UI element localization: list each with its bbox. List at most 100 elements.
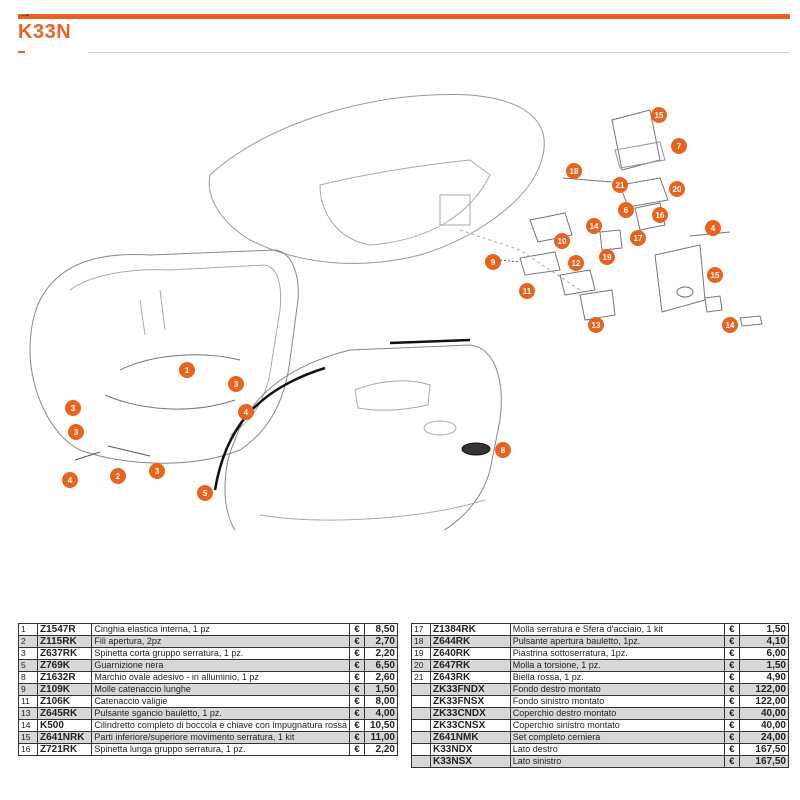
part-description: Molla serratura e Sfera d'acciaio, 1 kit [509, 623, 725, 636]
svg-text:12: 12 [572, 259, 581, 268]
part-code: Z1384RK [430, 623, 511, 636]
part-description: Spinetta lunga gruppo serratura, 1 pz. [91, 743, 350, 756]
part-description: Pulsante sgancio bauletto, 1 pz. [91, 707, 350, 720]
table-row: ZK33FNDX Fondo destro montato € 122,00 [411, 683, 790, 696]
part-description: Cilindretto completo di boccola e chiave… [91, 719, 350, 732]
part-price: 1,50 [363, 683, 399, 696]
part-description: Set completo cerniera [509, 731, 725, 744]
part-description: Molla a torsione, 1 pz. [509, 659, 725, 672]
svg-text:14: 14 [726, 321, 735, 330]
table-row: 16 Z721RK Spinetta lunga gruppo serratur… [18, 743, 399, 756]
svg-text:15: 15 [711, 271, 720, 280]
callout-marker: 12 [568, 255, 584, 271]
svg-text:1: 1 [185, 366, 190, 375]
svg-text:6: 6 [624, 206, 629, 215]
part-code: Z1632R [36, 671, 93, 684]
callout-marker: 18 [566, 163, 582, 179]
part-description: Lato destro [509, 743, 725, 756]
svg-text:3: 3 [155, 467, 160, 476]
svg-text:11: 11 [523, 287, 532, 296]
svg-text:4: 4 [244, 408, 249, 417]
table-row: 11 Z106K Catenaccio valigie € 8,00 [18, 695, 399, 708]
table-row: Z641NMK Set completo cerniera € 24,00 [411, 731, 790, 744]
callout-marker: 1 [179, 362, 195, 378]
part-code: Z637RK [36, 647, 93, 660]
svg-text:20: 20 [673, 185, 682, 194]
part-price: 167,50 [738, 743, 790, 756]
part-code: Z641NRK [36, 731, 93, 744]
part-price: 4,90 [738, 671, 790, 684]
part-price: 6,50 [363, 659, 399, 672]
callout-marker: 3 [228, 376, 244, 392]
table-row: 5 Z769K Guarnizione nera € 6,50 [18, 659, 399, 672]
part-price: 2,70 [363, 635, 399, 648]
part-code: Z106K [36, 695, 93, 708]
svg-text:9: 9 [491, 258, 496, 267]
table-row: 20 Z647RK Molla a torsione, 1 pz. € 1,50 [411, 659, 790, 672]
callout-marker: 4 [705, 220, 721, 236]
callout-marker: 3 [65, 400, 81, 416]
svg-text:8: 8 [501, 446, 506, 455]
table-row: 2 Z115RK Fili apertura, 2pz € 2,70 [18, 635, 399, 648]
part-code: Z644RK [430, 635, 511, 648]
svg-text:13: 13 [592, 321, 601, 330]
part-price: 8,50 [363, 623, 399, 636]
part-price: 2,20 [363, 647, 399, 660]
part-code: ZK33CNSX [430, 719, 511, 732]
svg-text:18: 18 [570, 167, 579, 176]
part-description: Molle catenaccio lunghe [91, 683, 350, 696]
page-title: K33N [18, 21, 72, 43]
callout-marker: 21 [612, 177, 628, 193]
part-price: 1,50 [738, 623, 790, 636]
part-price: 11,00 [363, 731, 399, 744]
part-price: 1,50 [738, 659, 790, 672]
part-price: 2,60 [363, 671, 399, 684]
callout-marker: 10 [554, 233, 570, 249]
svg-text:3: 3 [71, 404, 76, 413]
part-description: Coperchio sinistro montato [509, 719, 725, 732]
part-code: K500 [36, 719, 93, 732]
callout-marker: 11 [519, 283, 535, 299]
part-price: 24,00 [738, 731, 790, 744]
part-description: Marchio ovale adesivo - in alluminio, 1 … [91, 671, 350, 684]
part-price: 4,10 [738, 635, 790, 648]
parts-table-right: 17 Z1384RK Molla serratura e Sfera d'acc… [411, 623, 790, 768]
callout-marker: 4 [238, 404, 254, 420]
header-bar [18, 14, 790, 19]
svg-text:5: 5 [203, 489, 208, 498]
part-description: Fili apertura, 2pz [91, 635, 350, 648]
callout-marker: 2 [110, 468, 126, 484]
header-rule [88, 52, 790, 53]
part-price: 4,00 [363, 707, 399, 720]
part-code: Z643RK [430, 671, 511, 684]
callout-marker: 3 [149, 463, 165, 479]
part-price: 40,00 [738, 707, 790, 720]
callout-marker: 16 [652, 207, 668, 223]
svg-text:15: 15 [655, 111, 664, 120]
table-row: ZK33CNSX Coperchio sinistro montato € 40… [411, 719, 790, 732]
table-row: 8 Z1632R Marchio ovale adesivo - in allu… [18, 671, 399, 684]
part-description: Biella rossa, 1 pz. [509, 671, 725, 684]
part-description: Cinghia elastica interna, 1 pz [91, 623, 350, 636]
part-price: 6,00 [738, 647, 790, 660]
part-code: Z109K [36, 683, 93, 696]
callout-marker: 8 [495, 442, 511, 458]
callout-marker: 14 [722, 317, 738, 333]
part-price: 122,00 [738, 695, 790, 708]
part-price: 40,00 [738, 719, 790, 732]
callout-marker: 9 [485, 254, 501, 270]
part-description: Coperchio destro montato [509, 707, 725, 720]
exploded-parts-diagram: 1 2 3 3 3 3 4 4 5 8 15 7 18 21 20 6 16 1… [29, 93, 763, 530]
svg-text:17: 17 [634, 234, 643, 243]
callout-marker: 14 [586, 218, 602, 234]
part-code: Z645RK [36, 707, 93, 720]
callout-marker: 17 [630, 230, 646, 246]
svg-text:4: 4 [711, 224, 716, 233]
part-code: ZK33FNDX [430, 683, 511, 696]
table-row: 9 Z109K Molle catenaccio lunghe € 1,50 [18, 683, 399, 696]
callout-marker: 15 [707, 267, 723, 283]
part-code: Z721RK [36, 743, 93, 756]
callout-markers: 1 2 3 3 3 3 4 4 5 8 15 7 18 21 20 6 16 1… [62, 107, 738, 501]
svg-text:19: 19 [603, 253, 612, 262]
callout-marker: 5 [197, 485, 213, 501]
